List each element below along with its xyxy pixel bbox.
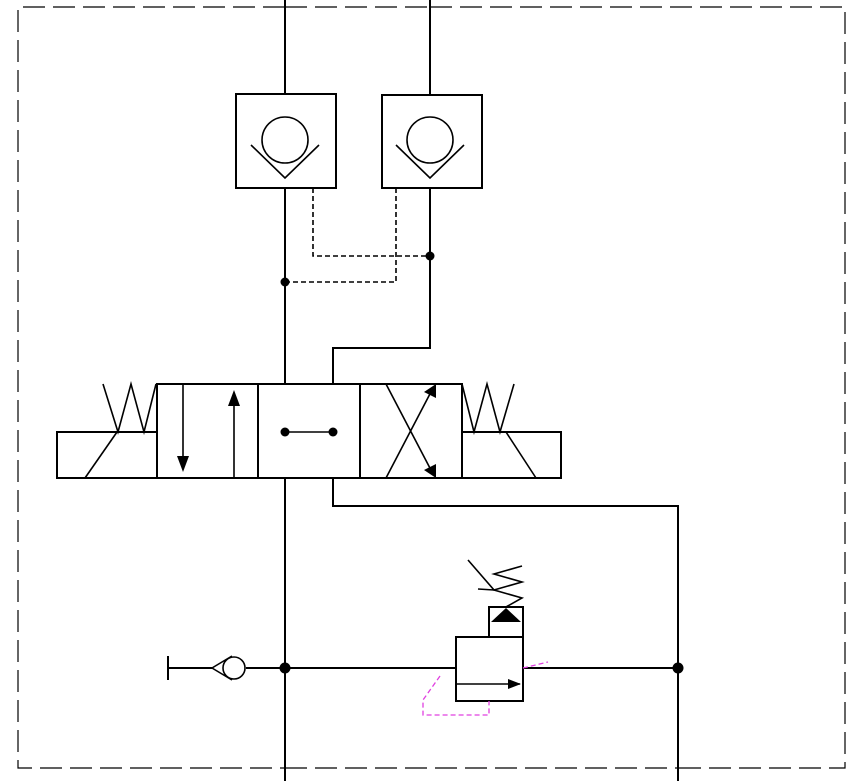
position-parallel <box>177 384 240 478</box>
pressure-spring <box>491 565 525 608</box>
directional-valve <box>56 380 562 479</box>
spring-adjust-arrow <box>467 559 496 591</box>
junction-b-center <box>328 427 338 437</box>
pilot-lines <box>285 188 430 283</box>
pilot-line-left <box>312 188 430 257</box>
quick-coupling <box>167 655 246 681</box>
junction-return <box>672 662 684 674</box>
junction-a-center <box>280 427 290 437</box>
pipe-return <box>332 478 679 781</box>
spring-left <box>102 380 157 436</box>
junctions <box>279 251 684 674</box>
junction-a-coupling <box>279 662 291 674</box>
pressure-valve <box>422 559 549 716</box>
junction-b-pilot <box>425 251 435 261</box>
position-crossed <box>385 383 436 479</box>
valve-block <box>455 636 524 702</box>
spring-right <box>461 380 515 436</box>
pilot-line-right <box>285 188 397 283</box>
drain-line <box>422 675 490 716</box>
junction-a-pilot <box>280 277 290 287</box>
check-valve-left <box>235 93 337 189</box>
solenoid-right <box>461 431 562 479</box>
pipe-b-to-valve <box>332 178 431 384</box>
solenoid-left <box>56 431 158 479</box>
check-valve-right <box>381 94 483 189</box>
valve-body <box>156 383 463 479</box>
drain-tick <box>522 661 549 669</box>
enclosure-frame <box>17 6 846 769</box>
